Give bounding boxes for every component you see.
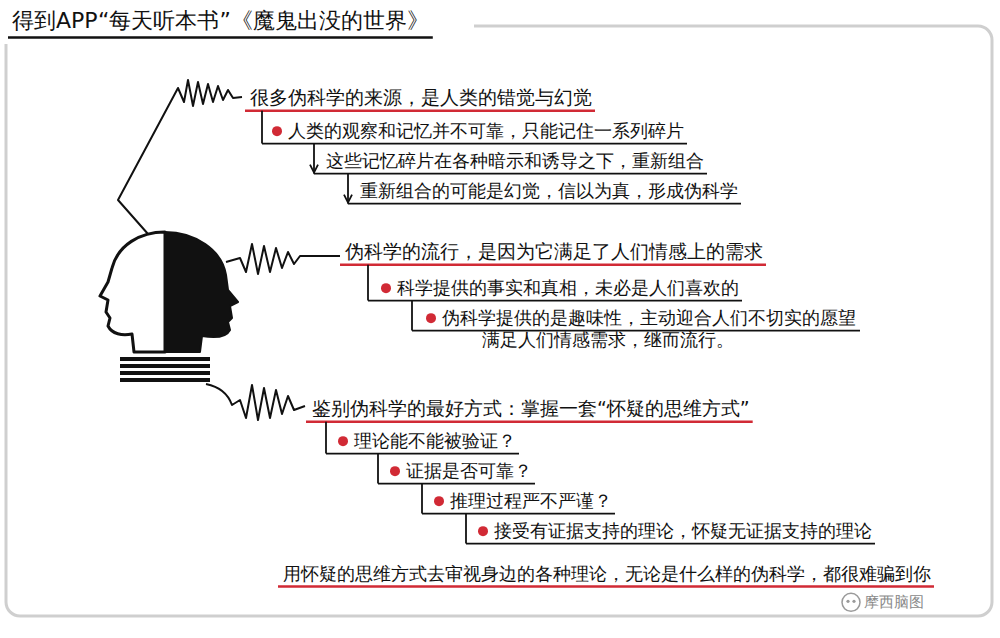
underline [378,483,535,485]
watermark: 摩西脑图 [864,593,924,611]
underline [466,543,875,545]
arrow-head [310,165,318,173]
black-head [165,232,238,352]
frame [6,26,992,616]
tree-line [313,144,315,174]
branch-item: 这些记忆碎片在各种暗示和诱导之下，重新组合 [326,150,704,172]
zigzag-line [118,80,242,234]
watermark-icon [852,600,855,603]
bullet-dot [381,283,391,293]
bullet-dot [390,466,400,476]
underline [422,513,615,515]
base-line [120,364,210,368]
bullet-dot [426,313,436,323]
bullet-dot [478,526,488,536]
bullet-dot [338,436,348,446]
underline [348,203,741,205]
base-line [120,371,210,375]
branch-heading: 鉴别伪科学的最好方式：掌握一套“怀疑的思维方式” [312,397,750,420]
branch-item: 接受有证据支持的理论，怀疑无证据支持的理论 [494,520,872,542]
base-line [120,357,210,361]
branch-item: 证据是否可靠？ [406,460,532,482]
branch-item: 科学提供的事实和真相，未必是人们喜欢的 [397,277,739,299]
tree-line [367,265,369,301]
tree-line [261,111,263,144]
arrow-head [344,195,352,203]
underline [306,421,753,424]
tree-line [325,422,327,454]
underline [314,173,707,175]
underline [326,453,519,455]
tree-line [377,454,379,484]
zigzag-line [226,244,340,274]
bullet-dot [434,496,444,506]
tree-line [465,514,467,544]
title-underline [8,36,433,39]
bulb-base [120,359,210,380]
zigzag-line [206,384,305,420]
branch-item: 人类的观察和记忆并不可靠，只能记住一系列碎片 [288,120,684,142]
underline [368,300,742,302]
tree-line [347,174,349,204]
title-mask [2,2,474,44]
branch-item: 伪科学提供的是趣味性，主动迎合人们不切实的愿望 满足人们情感需求，继而流行。 [442,307,863,350]
watermark-icon [842,593,860,611]
tree-line [421,484,423,514]
branch-item: 推理过程严不严谨？ [450,490,612,512]
watermark-icon [846,600,849,603]
conclusion: 用怀疑的思维方式去审视身边的各种理论，无论是什么样的伪科学，都很难骗到你 [283,563,931,585]
white-head [100,232,165,352]
branch-heading: 很多伪科学的来源，是人类的错觉与幻觉 [250,86,592,109]
branch-item: 重新组合的可能是幻觉，信以为真，形成伪科学 [360,180,738,202]
tree-line [411,301,413,331]
branch-heading: 伪科学的流行，是因为它满足了人们情感上的需求 [345,240,763,263]
underline [340,264,766,267]
title: 得到APP“每天听本书”《魔鬼出没的世界》 [12,8,429,34]
base-line [120,378,210,382]
underline [245,110,595,113]
bullet-dot [272,126,282,136]
underline [278,585,934,588]
branch-item: 理论能不能被验证？ [354,430,516,452]
underline [262,143,687,145]
